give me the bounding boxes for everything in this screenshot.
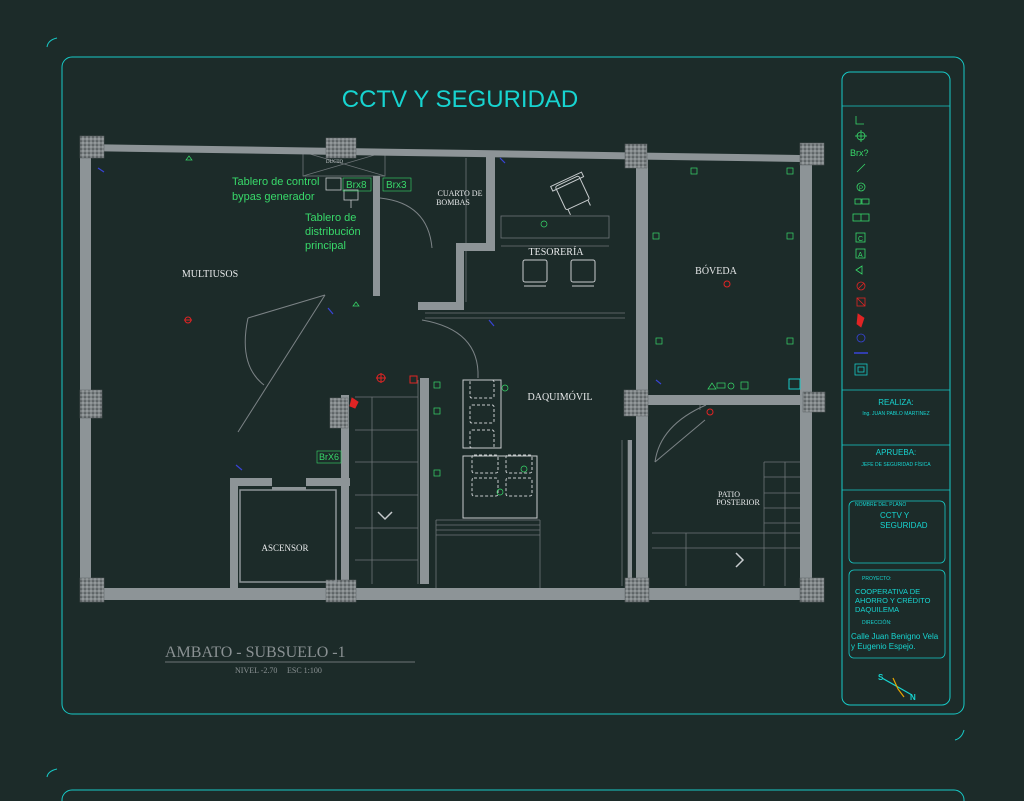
realiza-label: REALIZA:	[878, 398, 914, 407]
stair-arrow-right-icon	[735, 552, 745, 568]
door-swings	[237, 197, 707, 463]
brx8-label: Brx8	[346, 180, 367, 191]
structural-columns	[79, 135, 826, 603]
chair-icon	[505, 477, 533, 497]
plan-caption-name: AMBATO - SUBSUELO -1	[165, 644, 346, 661]
aprueba-label: APRUEBA:	[876, 448, 916, 457]
crosshair-icon	[855, 130, 867, 142]
legend-brx-label: Brx?	[850, 148, 869, 158]
aprueba-name: JEFE DE SEGURIDAD FÍSICA	[861, 461, 931, 468]
tesoreria-chair	[570, 259, 596, 283]
speaker-icon	[855, 265, 863, 275]
p-circle-icon	[856, 182, 866, 192]
room-cuarto-bombas-2: BOMBAS	[436, 198, 470, 207]
plan-caption-nivel: NIVEL -2.70	[235, 666, 277, 675]
brx8-box	[342, 177, 372, 192]
svg-text:S: S	[878, 673, 884, 682]
a-box-icon	[855, 248, 866, 259]
annotation-tablero-dist-2: distribución	[305, 226, 361, 238]
chair-icon	[469, 404, 495, 424]
stair-arrow-down-icon	[377, 511, 393, 521]
nombre-plano-1: CCTV Y	[880, 511, 910, 520]
svg-text:N: N	[910, 693, 916, 702]
annotation-tablero-dist-3: principal	[305, 240, 346, 252]
ducto-label: DUCTO	[326, 160, 344, 165]
legend-c-label: C	[858, 236, 863, 243]
corner-icon	[855, 116, 864, 125]
room-tesoreria: TESORERÍA	[529, 246, 585, 258]
tablero-control-box	[325, 177, 342, 191]
sensor-devices	[97, 157, 662, 471]
sheet-corner-mark	[954, 729, 965, 741]
tesoreria-chair	[522, 259, 548, 283]
room-ascensor: ASCENSOR	[261, 543, 308, 553]
extinguisher-icon	[856, 313, 865, 328]
elevator-cabin	[239, 489, 337, 583]
walls	[80, 144, 815, 600]
brx6-label: BrX6	[319, 452, 339, 462]
brx6-box	[316, 450, 342, 464]
legend-a-label: A	[858, 252, 863, 259]
cabinet-legend-icon	[854, 363, 868, 376]
room-patio-1: PATIO	[718, 490, 740, 499]
interior-lines	[302, 151, 806, 588]
alarm-icon	[856, 297, 866, 307]
chair-icon	[471, 477, 499, 497]
alarm-devices	[184, 280, 731, 416]
nombre-plano-label: NOMBRE DEL PLANO	[855, 502, 906, 508]
cabinet-icon	[788, 378, 801, 390]
panel-icon	[854, 198, 870, 205]
chair-icon	[469, 379, 495, 399]
title-block: Brx? C A P REALIZA: Ing. JUAN PABLO MART…	[841, 71, 951, 706]
proyecto-3: DAQUILEMA	[855, 605, 899, 614]
sheet-corner-mark	[46, 37, 58, 48]
sheet-corner-mark	[46, 768, 58, 778]
annotation-tablero-control-2: bypas generador	[232, 191, 315, 203]
room-patio-2: POSTERIOR	[716, 498, 760, 507]
sensor-icon	[856, 333, 866, 343]
proyecto-2: AHORRO Y CRÉDITO	[855, 596, 931, 605]
annotation-tablero-control-1: Tablero de control	[232, 176, 319, 188]
plan-caption-escala: ESC 1:100	[287, 666, 322, 675]
brx3-label: Brx3	[386, 180, 407, 191]
room-multiusos: MULTIUSOS	[182, 269, 238, 280]
office-chair	[550, 171, 591, 215]
annotation-tablero-dist-1: Tablero de	[305, 212, 356, 224]
proyecto-label: PROYECTO:	[862, 576, 891, 582]
chair-icon	[505, 454, 533, 474]
diagonal-icon	[856, 163, 866, 173]
camera-devices	[185, 155, 794, 496]
plan-title: CCTV Y SEGURIDAD	[342, 86, 579, 113]
nombre-plano-2: SEGURIDAD	[880, 521, 928, 530]
furniture	[462, 171, 596, 519]
meeting-table	[462, 455, 538, 519]
direccion-label: DIRECCIÓN:	[862, 619, 891, 626]
room-cuarto-bombas-1: CUARTO DE	[438, 189, 483, 198]
meeting-table	[462, 379, 502, 449]
legend-p-label: P	[859, 186, 863, 192]
chair-icon	[471, 454, 499, 474]
realiza-name: Ing. JUAN PABLO MARTINEZ	[862, 411, 929, 417]
proyecto-1: COOPERATIVA DE	[855, 587, 920, 596]
floor-plan: DUCTO MULTIUSOS CUARTO DE BOMBAS TESORER…	[79, 135, 826, 603]
double-panel-icon	[852, 213, 870, 222]
next-sheet-frame	[61, 789, 965, 801]
direccion-1: Calle Juan Benigno Vela	[851, 632, 939, 641]
no-entry-icon	[856, 281, 866, 291]
direccion-2: y Eugenio Espejo.	[851, 642, 916, 651]
room-daquimovil: DAQUIMÓVIL	[528, 391, 593, 403]
north-arrow-icon: S N	[878, 673, 916, 702]
room-boveda: BÓVEDA	[695, 265, 737, 277]
chair-icon	[469, 429, 495, 449]
brx3-box	[382, 177, 412, 192]
c-box-icon	[855, 232, 866, 243]
sheet-frame	[61, 56, 965, 715]
legend-symbols	[852, 116, 870, 376]
tablero-distribucion-box	[343, 189, 359, 201]
